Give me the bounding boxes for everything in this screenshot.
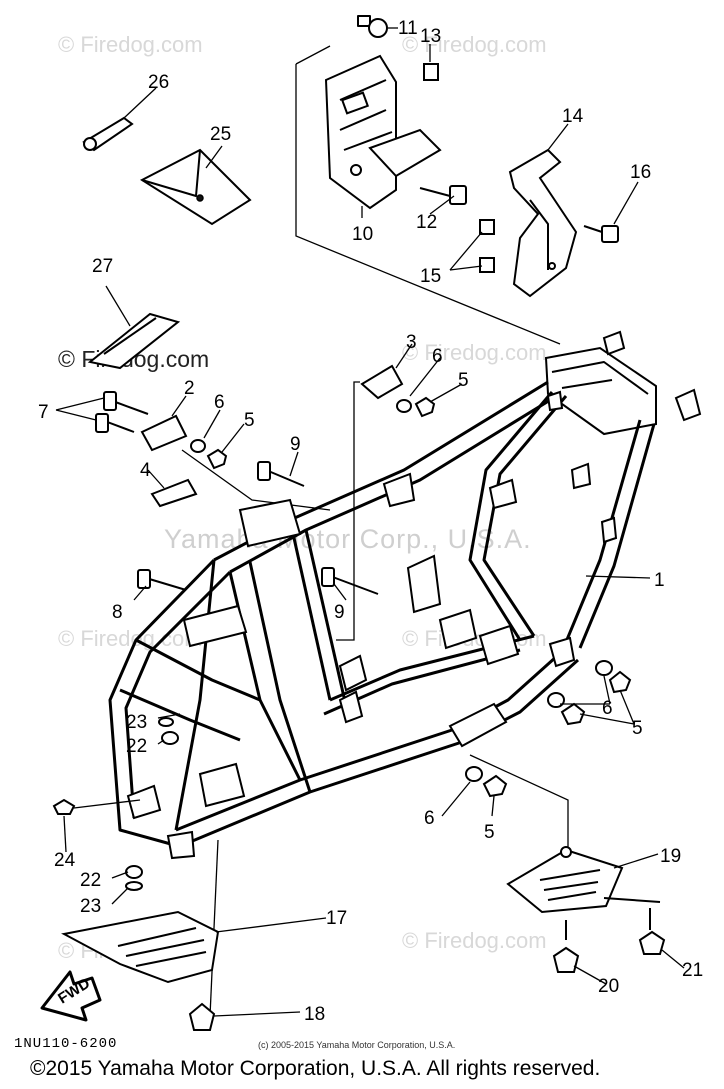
part-27-plate: [87, 312, 181, 370]
callout-23: 23: [126, 712, 147, 733]
part-19-skid-plate: [506, 846, 661, 914]
callout-27: 27: [92, 256, 113, 277]
callout-19: 19: [660, 846, 681, 867]
callout-9: 9: [290, 434, 301, 455]
callout-13: 13: [420, 26, 441, 47]
callout-18: 18: [304, 1004, 325, 1025]
watermarks: © Firedog.com © Firedog.com © Firedog.co…: [58, 32, 547, 963]
part-18-bolt: [188, 1002, 216, 1031]
callout-5: 5: [458, 370, 469, 391]
callout-5: 5: [632, 718, 643, 739]
bolts-8-9: [137, 461, 379, 595]
callout-17: 17: [326, 908, 347, 929]
callout-6: 6: [214, 392, 225, 413]
callout-numbers: 1 2 3 4 5 5 5 5 6 6 6 6 7 8 9 9 10 11 12…: [38, 18, 703, 1025]
part-14-bracket: [508, 148, 578, 298]
part-16-bolt: [583, 225, 619, 243]
callout-1: 1: [654, 570, 665, 591]
callout-26: 26: [148, 72, 169, 93]
watermark-firedog: © Firedog.com: [58, 32, 203, 57]
assembly-lines: [181, 45, 569, 1017]
part-25-tool-bag: [139, 148, 252, 226]
part-2-plate: [140, 414, 188, 452]
callout-11: 11: [398, 18, 418, 39]
callout-24: 24: [54, 850, 76, 871]
part-26-strap: [82, 116, 134, 152]
watermark-firedog: © Firedog.com: [58, 626, 203, 651]
callout-5: 5: [244, 410, 255, 431]
leader-lines: [55, 27, 685, 1017]
callout-8: 8: [112, 602, 123, 623]
small-copyright: (c) 2005-2015 Yamaha Motor Corporation, …: [258, 1040, 456, 1050]
callout-2: 2: [184, 378, 195, 399]
fwd-arrow: FWD: [40, 970, 102, 1022]
callout-16: 16: [630, 162, 651, 183]
part-10-battery-bracket: [324, 54, 442, 210]
parts-22-24-small: [52, 717, 179, 891]
parts-20-21-bolts: [552, 908, 666, 973]
callout-25: 25: [210, 124, 231, 145]
part-11-bolt: [357, 15, 388, 38]
callout-6: 6: [602, 698, 613, 719]
watermark-firedog: © Firedog.com: [402, 928, 547, 953]
callout-21: 21: [682, 960, 703, 981]
footer-copyright: ©2015 Yamaha Motor Corporation, U.S.A. A…: [30, 1057, 601, 1080]
part-1-frame: [108, 330, 702, 860]
part-17-skid-plate: [61, 910, 220, 984]
callout-6: 6: [424, 808, 435, 829]
part-13-damper: [423, 63, 439, 81]
watermark-yamaha: Yamaha Motor Corp., U.S.A.: [164, 524, 532, 554]
callout-10: 10: [352, 224, 373, 245]
washers-and-nuts: [190, 396, 632, 798]
callout-15: 15: [420, 266, 441, 287]
callout-12: 12: [416, 212, 437, 233]
callout-5: 5: [484, 822, 495, 843]
callout-22: 22: [126, 736, 147, 757]
callout-6: 6: [432, 346, 443, 367]
callout-3: 3: [406, 332, 417, 353]
callout-14: 14: [562, 106, 584, 127]
callout-22: 22: [80, 870, 101, 891]
callout-20: 20: [598, 976, 619, 997]
watermark-firedog: © Firedog.com: [402, 340, 547, 365]
callout-7: 7: [38, 402, 49, 423]
part-12-bolt: [419, 185, 467, 205]
part-7-bolts: [95, 391, 149, 433]
part-3-plate: [360, 364, 404, 400]
callout-9: 9: [334, 602, 345, 623]
watermark-firedog: © Firedog.com: [402, 32, 547, 57]
part-15-dampers: [479, 219, 495, 273]
callout-4: 4: [140, 460, 151, 481]
callout-23: 23: [80, 896, 101, 917]
diagram-code: 1NU110-6200: [14, 1036, 118, 1052]
part-4-damper: [150, 478, 198, 508]
